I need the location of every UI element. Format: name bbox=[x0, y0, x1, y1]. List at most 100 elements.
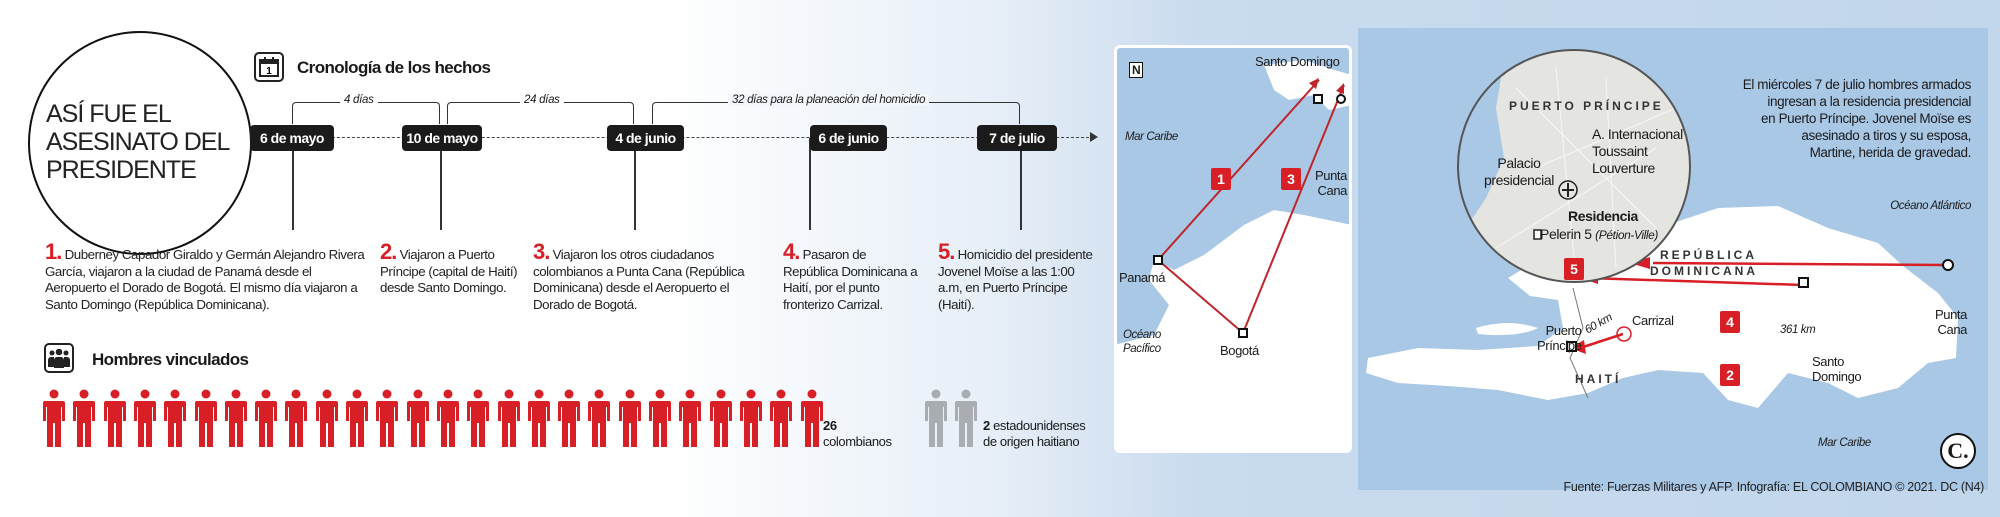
label-line: Cana bbox=[1317, 183, 1348, 198]
carrizal-label: Carrizal bbox=[1632, 313, 1674, 328]
arrow-icon bbox=[1336, 83, 1344, 94]
paragraph-line: en Puerto Príncipe. Jovenel Moïse es bbox=[1761, 111, 1971, 126]
event-connector bbox=[634, 138, 636, 230]
distance-361km: 361 km bbox=[1780, 324, 1816, 336]
person-icon bbox=[739, 389, 762, 447]
person-icon bbox=[224, 389, 247, 447]
event-connector bbox=[1020, 138, 1022, 230]
person-icon bbox=[73, 389, 96, 447]
puerto-principe-marker bbox=[1566, 341, 1577, 352]
americans-origin: de origen haitiano bbox=[983, 434, 1080, 449]
event-text: 5. Homicidio del presidente Jovenel Moïs… bbox=[938, 241, 1098, 313]
atlantic-label: Océano Atlántico bbox=[1890, 200, 1971, 212]
el-colombiano-logo: C. bbox=[1940, 433, 1976, 469]
north-arrow-icon: N bbox=[1129, 62, 1144, 78]
main-title: ASÍ FUE EL ASESINATO DEL PRESIDENTE bbox=[46, 100, 246, 184]
svg-text:1: 1 bbox=[266, 66, 272, 77]
airport-label: A. Internacional Toussaint Louverture bbox=[1592, 126, 1683, 177]
label-line: Pacífico bbox=[1123, 343, 1161, 355]
interval-label: 32 días para la planeación del homicidio bbox=[728, 94, 930, 106]
gonave-island bbox=[1476, 323, 1538, 336]
zoom-city: PUERTO PRÍNCIPE bbox=[1509, 99, 1664, 113]
event-connector bbox=[292, 138, 294, 230]
label-line: Océano bbox=[1123, 329, 1161, 341]
badge-1: 1 bbox=[1211, 168, 1231, 190]
person-icon bbox=[436, 389, 459, 447]
person-icon bbox=[315, 389, 338, 447]
haiti-label: HAITÍ bbox=[1575, 372, 1622, 386]
paragraph-line: asesinado a tiros y su esposa, bbox=[1801, 128, 1971, 143]
person-icon bbox=[649, 389, 671, 447]
palace-icon bbox=[1533, 229, 1542, 240]
person-icon bbox=[164, 389, 187, 447]
paragraph-line: ingresan a la residencia presidencial bbox=[1767, 94, 1971, 109]
event-number: 4. bbox=[783, 239, 800, 264]
inset-bogota-label: Bogotá bbox=[1220, 343, 1259, 358]
person-icon bbox=[194, 389, 217, 447]
hispaniola-land bbox=[1366, 206, 1958, 408]
label-line: Punta bbox=[1315, 168, 1347, 183]
santo-domingo-marker bbox=[1313, 94, 1323, 104]
person-icon bbox=[285, 389, 308, 447]
dr-label-2: DOMINICANA bbox=[1650, 264, 1758, 278]
event-description: Homicidio del presidente Jovenel Moïse a… bbox=[938, 247, 1093, 312]
event-text: 1. Duberney Capador Giraldo y Germán Ale… bbox=[45, 241, 370, 313]
americans-text: estadounidenses bbox=[993, 418, 1086, 433]
person-icon bbox=[376, 389, 399, 447]
calendar-icon: 1 bbox=[254, 52, 284, 82]
event-number: 2. bbox=[380, 239, 397, 264]
person-icon bbox=[103, 389, 126, 447]
route-2 bbox=[1587, 276, 1804, 287]
dr-label-1: REPÚBLICA bbox=[1660, 248, 1758, 262]
residence-area: (Pétion-Ville) bbox=[1595, 228, 1659, 242]
label-line: Cana bbox=[1937, 322, 1968, 337]
hispaniola-land bbox=[1264, 60, 1349, 110]
date-label: 7 de julio bbox=[977, 125, 1057, 151]
event-description: Viajaron los otros ciudadanos colombiano… bbox=[533, 247, 745, 312]
title-circle bbox=[28, 31, 252, 255]
person-icon bbox=[770, 389, 793, 447]
person-icon bbox=[133, 389, 156, 447]
residence-name: Pelerin 5 bbox=[1540, 226, 1592, 242]
label-line: Príncipe bbox=[1537, 338, 1582, 353]
arrow-icon bbox=[1630, 257, 1650, 269]
person-icon bbox=[406, 389, 429, 447]
person-icon bbox=[679, 389, 702, 447]
arrow-icon bbox=[1309, 78, 1319, 89]
americans-count: 2 bbox=[983, 418, 990, 433]
event-connector bbox=[809, 138, 811, 230]
label-line: Santo bbox=[1812, 354, 1844, 369]
date-label: 6 de mayo bbox=[250, 125, 334, 151]
badge-2: 2 bbox=[1720, 364, 1740, 386]
group-icon bbox=[44, 343, 74, 373]
event-number: 3. bbox=[533, 239, 550, 264]
palace-line: presidencial bbox=[1484, 172, 1554, 188]
carrizal-marker bbox=[1616, 326, 1632, 342]
panama-marker bbox=[1153, 255, 1163, 265]
residence-label: Pelerin 5 (Pétion-Ville) bbox=[1540, 226, 1658, 242]
person-icon bbox=[558, 389, 581, 447]
inset-santo-domingo-label: Santo Domingo bbox=[1255, 54, 1340, 69]
paragraph-line: Martine, herida de gravedad. bbox=[1809, 145, 1972, 160]
event-number: 1. bbox=[45, 239, 62, 264]
event-text: 3. Viajaron los otros ciudadanos colombi… bbox=[533, 241, 773, 313]
south-america-land bbox=[1117, 210, 1349, 450]
label-line: Punta bbox=[1935, 307, 1967, 322]
label-line: Domingo bbox=[1812, 369, 1862, 384]
person-icon bbox=[955, 389, 978, 447]
timeline-arrow-icon bbox=[1090, 132, 1098, 142]
airport-line: Louverture bbox=[1592, 160, 1655, 176]
punta-cana-marker bbox=[1942, 259, 1954, 271]
event-description: Duberney Capador Giraldo y Germán Alejan… bbox=[45, 247, 365, 312]
colombians-text: colombianos bbox=[823, 434, 892, 449]
person-icon bbox=[800, 389, 823, 447]
interval-label: 4 días bbox=[340, 94, 378, 106]
arrow-icon bbox=[1570, 340, 1586, 354]
title-line: ASÍ FUE EL bbox=[46, 100, 172, 128]
badge-3: 3 bbox=[1281, 168, 1301, 190]
date-label: 6 de junio bbox=[810, 125, 887, 151]
zoom-circle bbox=[1457, 49, 1691, 283]
